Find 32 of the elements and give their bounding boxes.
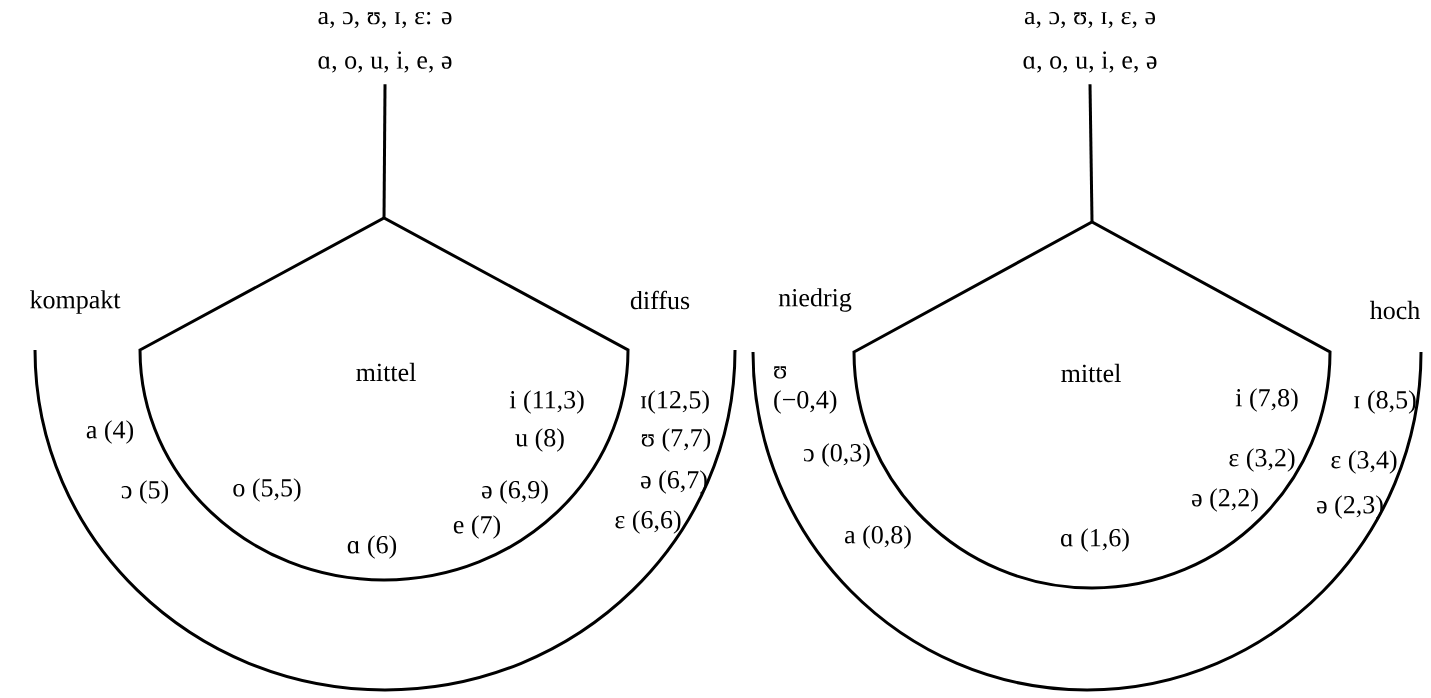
vowel-label: a (0,8) — [845, 525, 911, 549]
vowel-label: o (5,5) — [233, 478, 301, 502]
vowel-label: u (8) — [515, 428, 564, 452]
category-label: mittel — [356, 362, 416, 382]
phoneme-list: a, ɔ, ʊ, ɪ, ɛ, ə — [1024, 11, 1156, 29]
vowel-label: a (4) — [86, 420, 134, 444]
phoneme-list: ɑ, o, u, i, e, ə — [318, 51, 452, 73]
category-label: niedrig — [778, 288, 852, 312]
connector-line — [382, 84, 387, 218]
vowel-label: ɪ (8,5) — [1354, 390, 1416, 414]
vowel-label: ɪ(12,5) — [641, 390, 709, 414]
category-label: kompakt — [30, 290, 121, 314]
vowel-label: diffus — [630, 290, 690, 310]
vowel-label: ɔ (5) — [121, 480, 169, 504]
vowel-label: e (7) — [453, 515, 501, 539]
category-label: mittel — [1061, 363, 1121, 383]
vowel-label: ɛ (3,2) — [1229, 448, 1295, 472]
vowel-label: ʊ (7,7) — [641, 428, 711, 452]
phoneme-list: ɑ, o, u, i, e, ə — [1023, 51, 1157, 73]
vowel-label: hoch — [1370, 300, 1420, 320]
vowel-label: ɔ (0,3) — [803, 443, 870, 467]
vowel-label: i (7,8) — [1235, 388, 1298, 412]
vowel-label: ɑ (1,6) — [1061, 528, 1129, 552]
connector-line — [1088, 84, 1094, 222]
vowel-label: i (11,3) — [509, 390, 584, 414]
vowel-label: ə (6,9) — [482, 480, 548, 504]
vowel-label: ə (2,2) — [1191, 488, 1258, 512]
phoneme-list: a, ɔ, ʊ, ɪ, ɛ: ə — [318, 11, 452, 29]
vowel-label: ɛ (6,6) — [615, 510, 681, 534]
vowel-label: ɛ (3,4) — [1331, 450, 1397, 474]
vowel-label: ʊ (−0,4) — [774, 366, 837, 414]
vowel-label: ɑ (6) — [347, 535, 397, 559]
